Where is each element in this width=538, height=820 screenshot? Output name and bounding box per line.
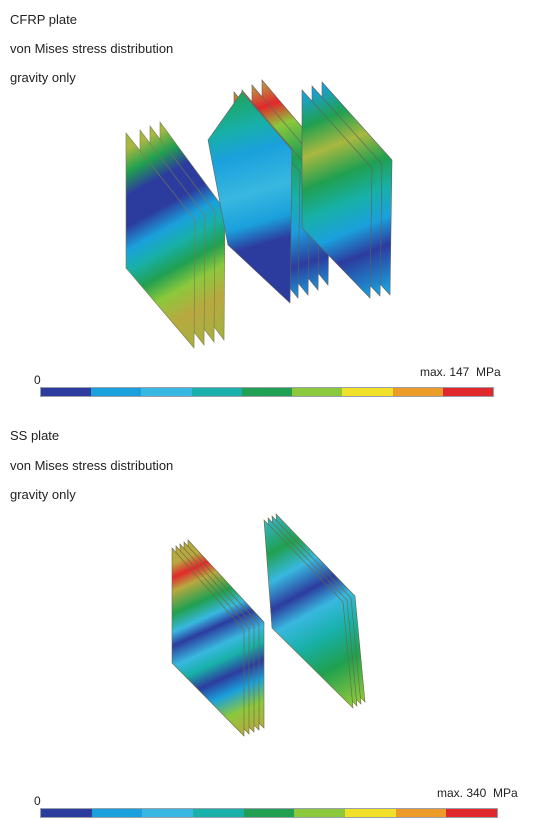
cfrp-left-sheet: [125, 132, 196, 349]
ss-left-sheet: [171, 547, 245, 737]
colorbar-min-label: 0: [34, 373, 41, 387]
cfrp-left-stack: [125, 121, 226, 349]
cfrp-center-sheet: [207, 91, 293, 304]
stress-colorbar: [40, 808, 498, 818]
colorbar-segment: [442, 388, 493, 396]
stress-colorbar: [40, 387, 494, 397]
panel-title: CFRP plate: [10, 12, 77, 27]
colorbar-segment: [292, 388, 343, 396]
colorbar-max-label: max. 340 MPa: [437, 786, 518, 800]
ss-right-stack: [263, 513, 366, 709]
colorbar-segment: [91, 809, 143, 817]
colorbar-segment: [345, 809, 396, 817]
colorbar-segment: [446, 809, 498, 817]
cfrp-stress-model: [125, 79, 393, 349]
colorbar-segment: [193, 809, 244, 817]
panel-subtitle: von Mises stress distribution: [10, 41, 174, 56]
colorbar-segment: [243, 809, 295, 817]
cfrp-right-sheet: [301, 89, 373, 299]
ss-left-stack: [171, 539, 265, 737]
ss-panel: SS plate von Mises stress distribution g…: [0, 410, 538, 820]
load-case-label: gravity only: [10, 70, 76, 85]
colorbar-segment: [41, 809, 92, 817]
unit-label: MPa: [493, 786, 518, 800]
colorbar-segment: [41, 388, 92, 396]
cfrp-right-stack: [301, 81, 393, 299]
colorbar-segment: [395, 809, 447, 817]
panel-title: SS plate: [10, 428, 60, 443]
panel-subtitle: von Mises stress distribution: [10, 458, 174, 473]
colorbar-segment: [241, 388, 293, 396]
colorbar-segment: [191, 388, 242, 396]
ss-stress-model: [171, 513, 366, 737]
load-case-label: gravity only: [10, 487, 76, 502]
colorbar-segment: [392, 388, 443, 396]
ss-right-sheet: [263, 519, 354, 709]
colorbar-segment: [141, 388, 192, 396]
colorbar-segment: [294, 809, 346, 817]
unit-label: MPa: [476, 365, 501, 379]
colorbar-segment: [142, 809, 194, 817]
cfrp-panel: CFRP plate von Mises stress distribution…: [10, 12, 501, 397]
colorbar-segment: [91, 388, 142, 396]
colorbar-min-label: 0: [34, 794, 41, 808]
colorbar-max-label: max. 147 MPa: [420, 365, 501, 379]
colorbar-segment: [342, 388, 393, 396]
